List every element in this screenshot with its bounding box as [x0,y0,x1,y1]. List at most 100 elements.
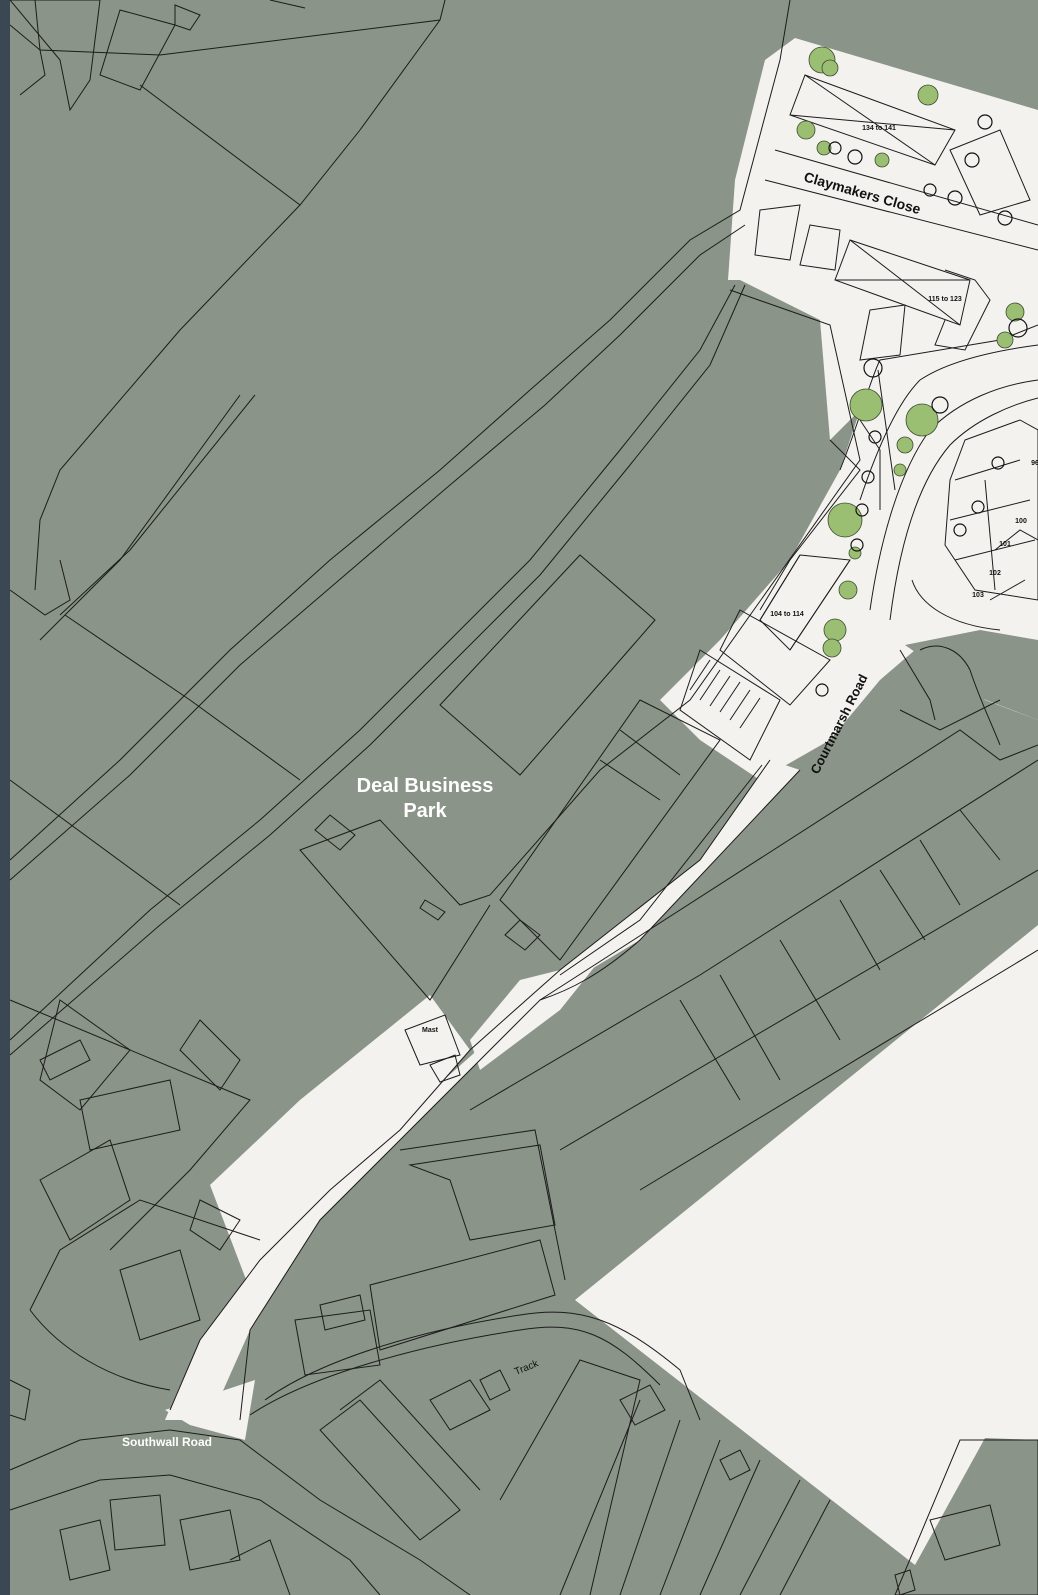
label-business-park-line2: Park [403,800,447,822]
business-unit-row [499,699,721,961]
block-115-123-roof [835,239,970,326]
housing-plot [429,1379,491,1431]
track-path-1 [264,1311,701,1421]
label-block-115-123: 115 to 123 [928,296,962,303]
tree [823,618,847,642]
label-business-park: Deal Business [357,775,494,797]
tree-outline [1008,318,1028,338]
mast-forecourt-area [210,995,470,1290]
tree-outline [964,152,980,168]
field-boundary-f [39,394,241,641]
commercial-divider-7 [959,809,1001,861]
housing-div-4 [699,1459,761,1595]
terrace-divisions [689,659,761,729]
bottom-left-plot-1 [109,1494,166,1551]
tree [827,502,863,538]
housing-plot-2 [479,1369,511,1401]
housing-div-6 [779,1499,831,1595]
tree-outline [931,396,949,414]
tree-outline [847,149,863,165]
tree-outline [991,456,1005,470]
corridor-line-2 [9,224,746,881]
corridor-line-1 [9,0,791,861]
sidebar-strip [0,0,10,1595]
block-104-114-roof [759,554,851,651]
housing-row-2 [339,1379,481,1491]
warehouse-4 [319,1294,366,1331]
house-number-101: 101 [999,541,1011,548]
tree [838,580,858,600]
road-edge-west [169,759,771,1411]
road-kerb-1 [559,764,763,976]
house-cluster-fence [989,529,1038,601]
tree [796,120,816,140]
left-plot-5 [119,1249,201,1341]
commercial-divider-6 [919,839,961,906]
housing-div-3 [659,1439,721,1595]
tree-outline [868,430,882,444]
tree-outline [923,183,937,197]
mast-enclosure [404,1014,461,1066]
house-number-96: 96 [1031,460,1038,467]
north-terrace [859,304,906,361]
left-plot-4 [39,1139,131,1241]
tree-outlines-layer [815,114,1028,697]
trees-layer [796,46,1025,658]
tree [848,546,862,560]
lower-right-shed [894,1569,916,1595]
warehouse-1 [408,1144,556,1241]
tree-outline [855,503,869,517]
commercial-divider-2 [719,974,781,1081]
tree [816,140,832,156]
left-plot-boundary [9,999,251,1251]
small-hut-2 [419,899,446,921]
left-plot-3 [79,1079,181,1151]
block-104-114-wing [719,609,831,706]
label-block-104-114: 104 to 114 [770,611,804,618]
commercial-divider-5 [879,869,926,941]
commercial-divider-1 [679,999,741,1101]
field-boundary-diagonal [34,19,441,591]
tree [896,436,914,454]
left-plot-boundary-2 [29,1199,261,1311]
business-park-boundary [299,289,861,1001]
plot-top-left-3 [174,4,201,31]
commercial-strip-line-1 [539,729,1038,1001]
label-block-134-141: 134 to 141 [862,125,896,132]
road-edge-east [239,769,801,1421]
tree-outline [953,523,967,537]
tree-outline [997,210,1013,226]
housing-row-1 [319,1399,461,1541]
house-number-103: 103 [972,592,984,599]
tree-outline [863,358,883,378]
left-plot-7 [189,1199,241,1251]
commercial-strip-line-3 [559,869,1038,1151]
commercial-divider-4 [839,899,881,971]
tree [893,463,907,477]
open-field-lower-right [575,925,1038,1565]
housing-row-3 [499,1359,641,1595]
warehouse-2 [369,1239,556,1351]
access-road-junction [470,960,600,1070]
left-plot-2 [39,1039,91,1081]
tree [996,331,1014,349]
tree-outline [815,683,829,697]
estate-footpath [877,369,896,491]
estate-west-boundary [759,439,861,611]
housing-div-5 [739,1479,801,1595]
small-hut-3 [504,919,541,951]
field-boundary-e [59,394,256,616]
tree-outline [971,500,985,514]
house-number-100: 100 [1015,518,1027,525]
tree [874,152,890,168]
commercial-strip-line-4 [639,949,1038,1191]
label-southwall-road: Southwall Road [122,1435,212,1449]
southwall-road-curve [29,1309,171,1391]
corridor-line-3 [9,284,736,1041]
left-plot-1 [39,999,131,1111]
estate-road-curve-5 [911,579,1001,631]
field-boundary-a [139,84,301,206]
plot-top-left-2 [99,9,176,91]
